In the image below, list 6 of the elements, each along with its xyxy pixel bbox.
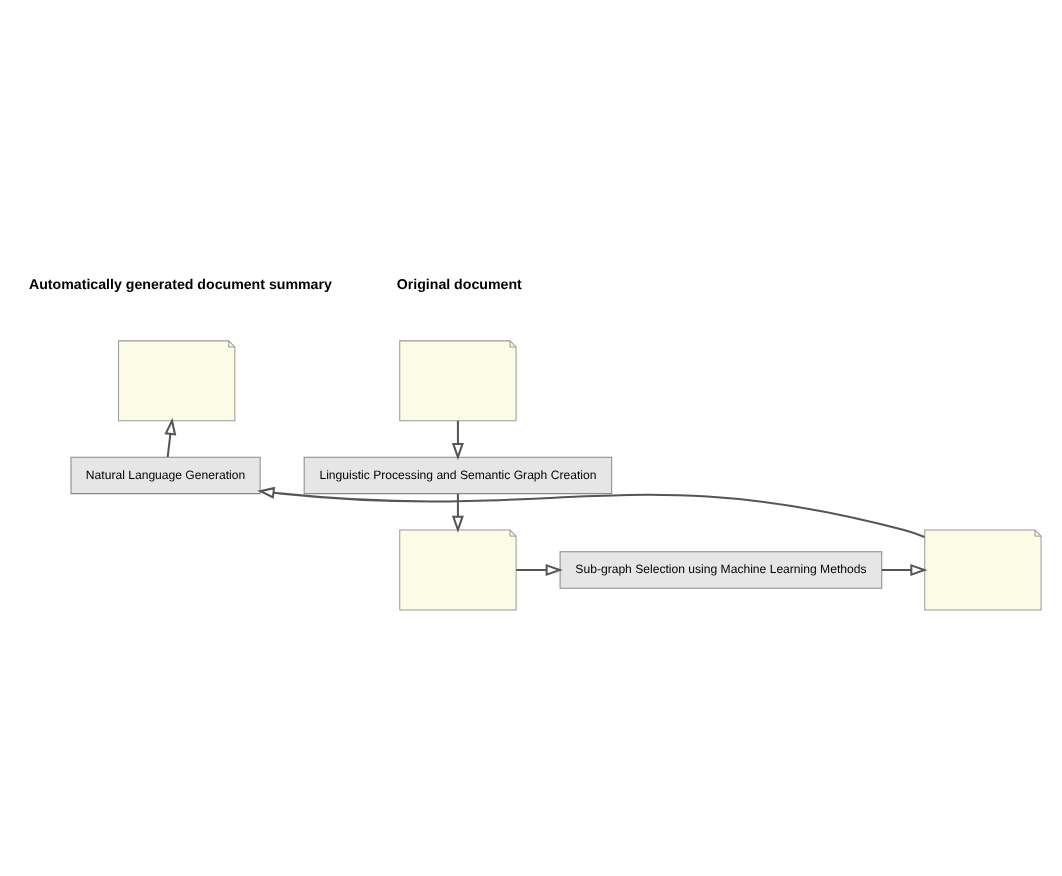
arrow: [451, 419, 464, 460]
arrow: [164, 416, 177, 457]
arrow: [451, 492, 464, 532]
arrow: [881, 562, 928, 576]
arrow: [257, 485, 925, 537]
arrow: [516, 562, 563, 576]
